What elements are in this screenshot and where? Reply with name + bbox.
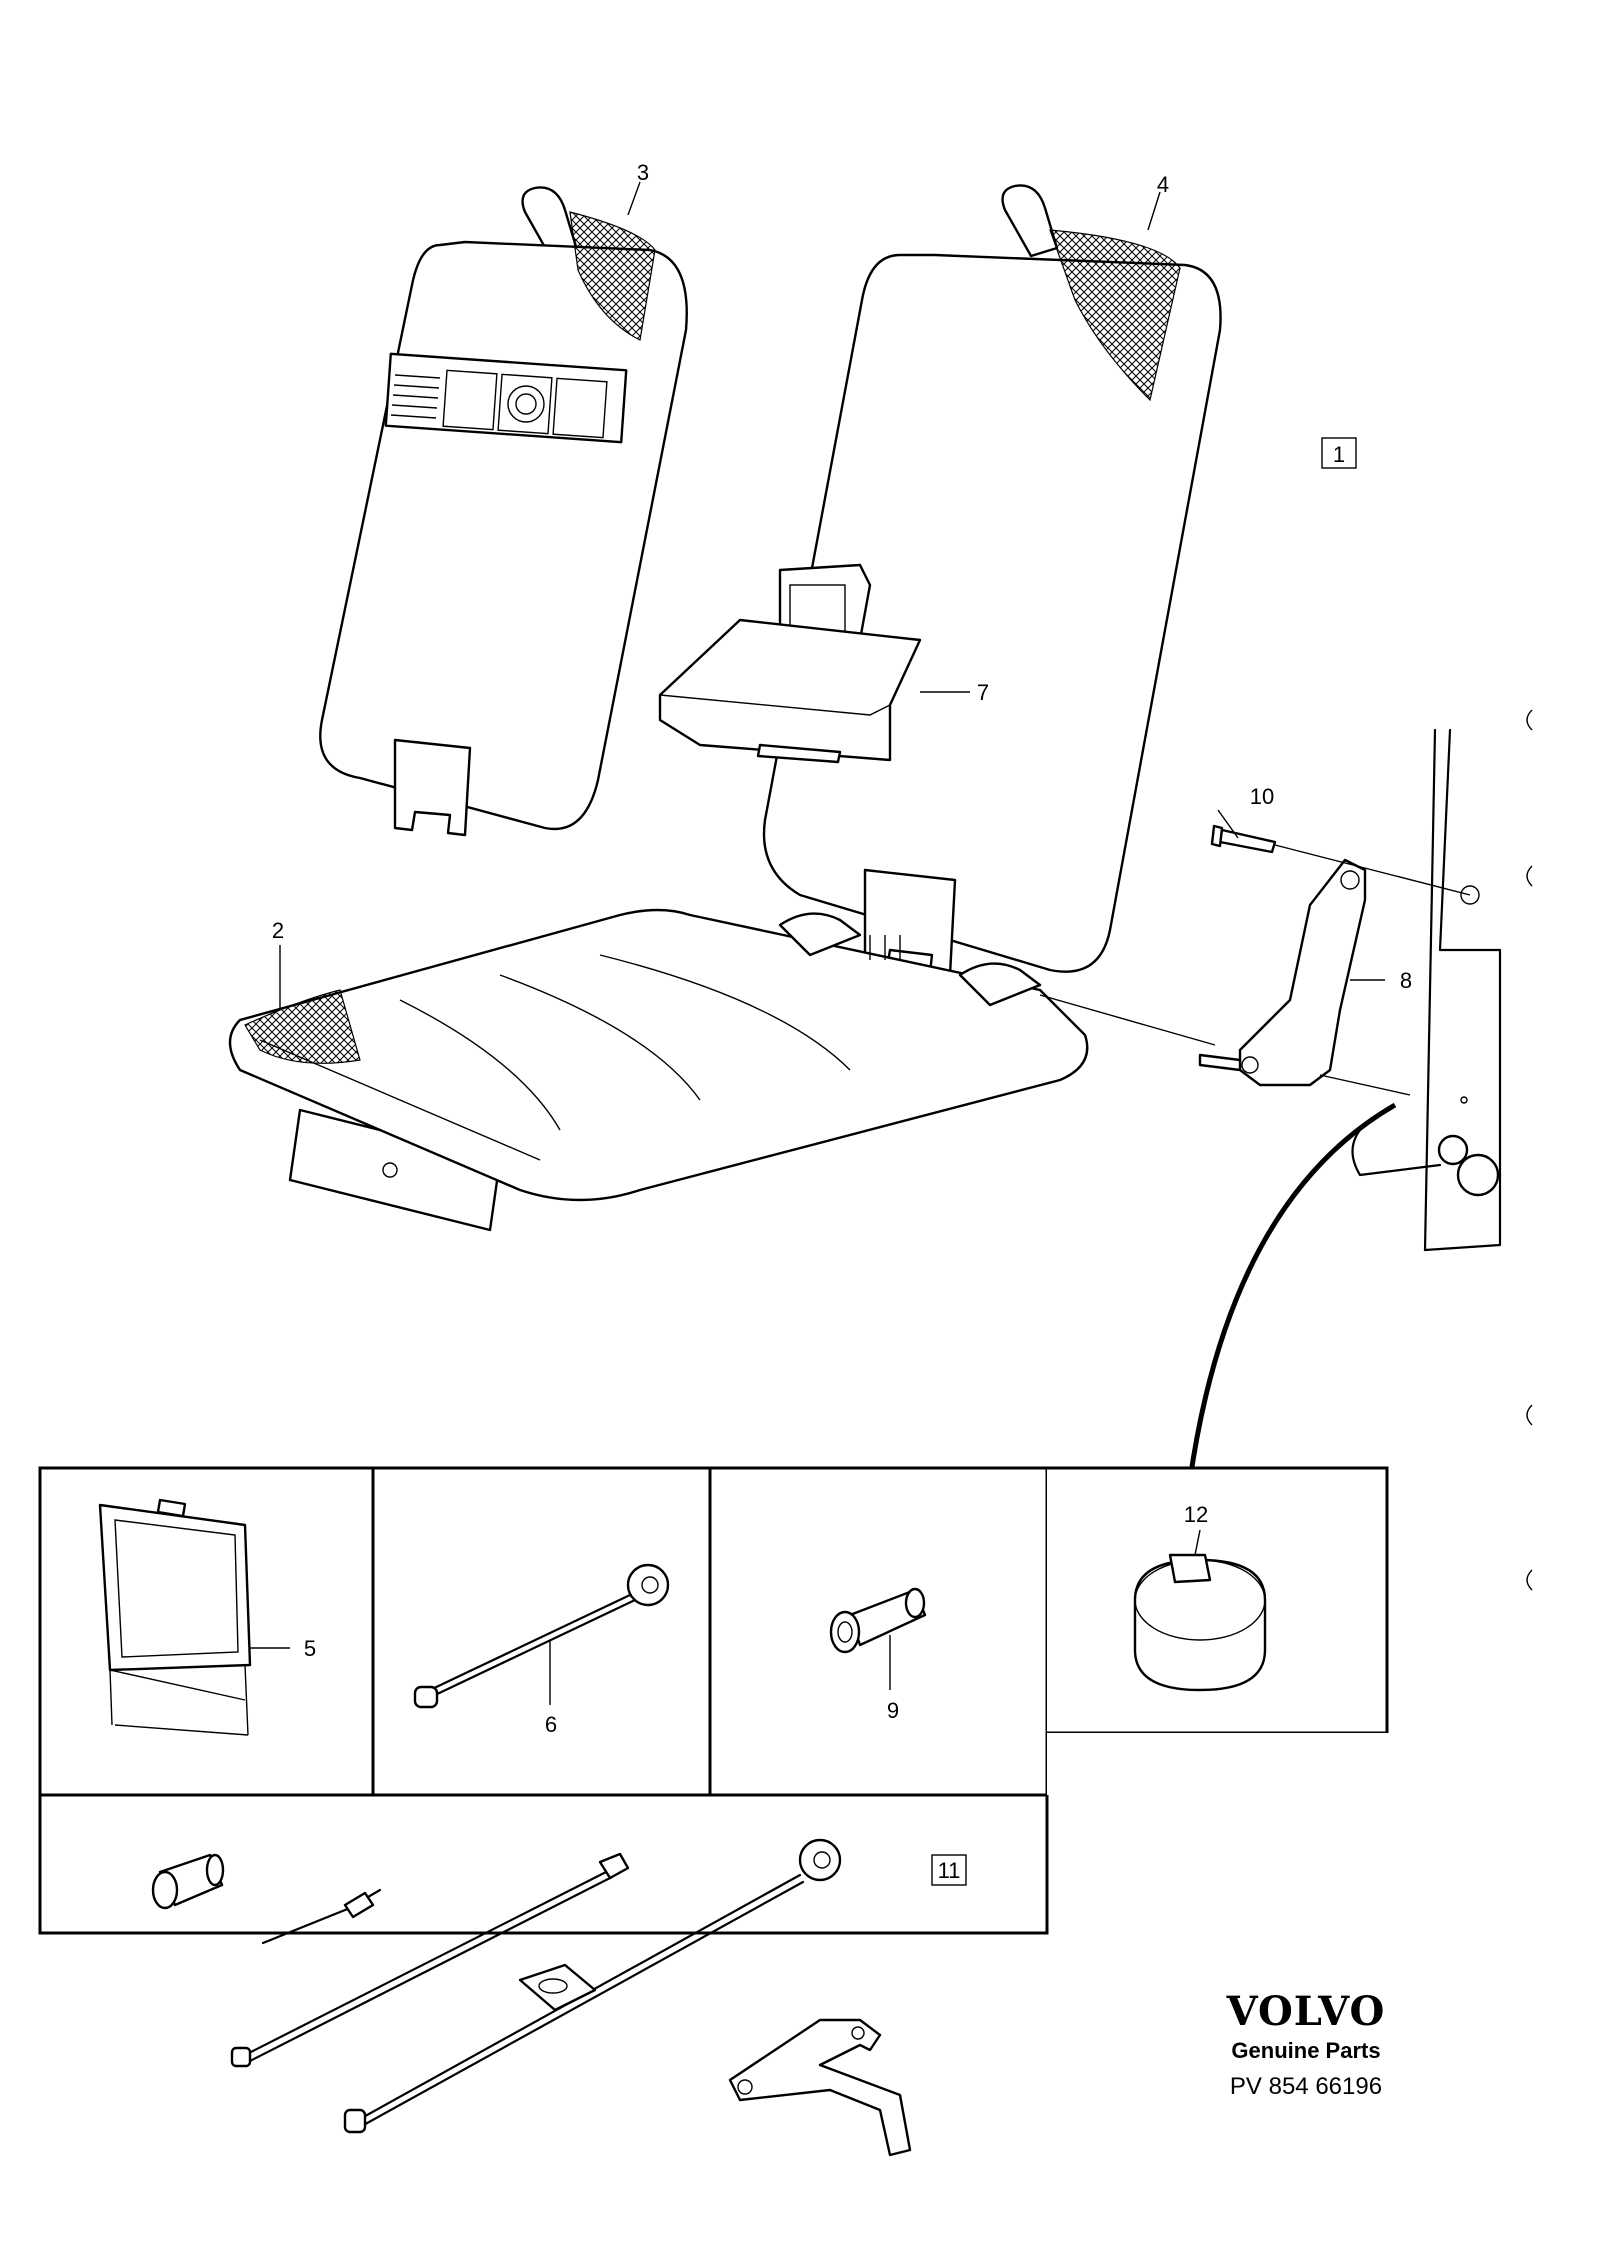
leader-lines [279,181,1471,1481]
margin-marks [1526,709,1533,1591]
bracket-part-8 [1198,858,1367,1087]
kit-part-11 [151,1838,912,2157]
backrest-right [762,184,1222,977]
drawing-number: PV 854 66196 [1230,2073,1382,2100]
brand-logo: VOLVO [1226,1988,1386,2035]
callout-2: 2 [272,918,284,943]
backrest-left [319,186,688,837]
callout-6: 6 [545,1712,557,1737]
callout-5: 5 [304,1636,316,1661]
callout-11: 11 [938,1858,961,1883]
callout-1: 1 [1333,442,1345,467]
callout-4: 4 [1157,172,1169,197]
callout-7: 7 [977,680,989,705]
callout-9: 9 [887,1698,899,1723]
callout-box-1 [1321,437,1357,469]
clip-part-12 [1133,1529,1267,1692]
callout-8: 8 [1400,968,1412,993]
callout-10: 10 [1250,784,1274,809]
bushing-part-9 [829,1587,927,1690]
console-part-7 [658,563,922,764]
callout-box-11 [931,1854,967,1886]
seat-cushion [228,908,1089,1232]
panel-part-5 [98,1498,290,1736]
rod-part-6 [413,1563,670,1709]
body-pillar [1351,728,1502,1252]
bolt-part-10 [1210,824,1277,854]
callout-3: 3 [637,160,649,185]
brand-block: VOLVO Genuine Parts PV 854 66196 [1226,1988,1386,2100]
brand-tagline: Genuine Parts [1231,2038,1380,2063]
callout-12: 12 [1184,1502,1208,1527]
